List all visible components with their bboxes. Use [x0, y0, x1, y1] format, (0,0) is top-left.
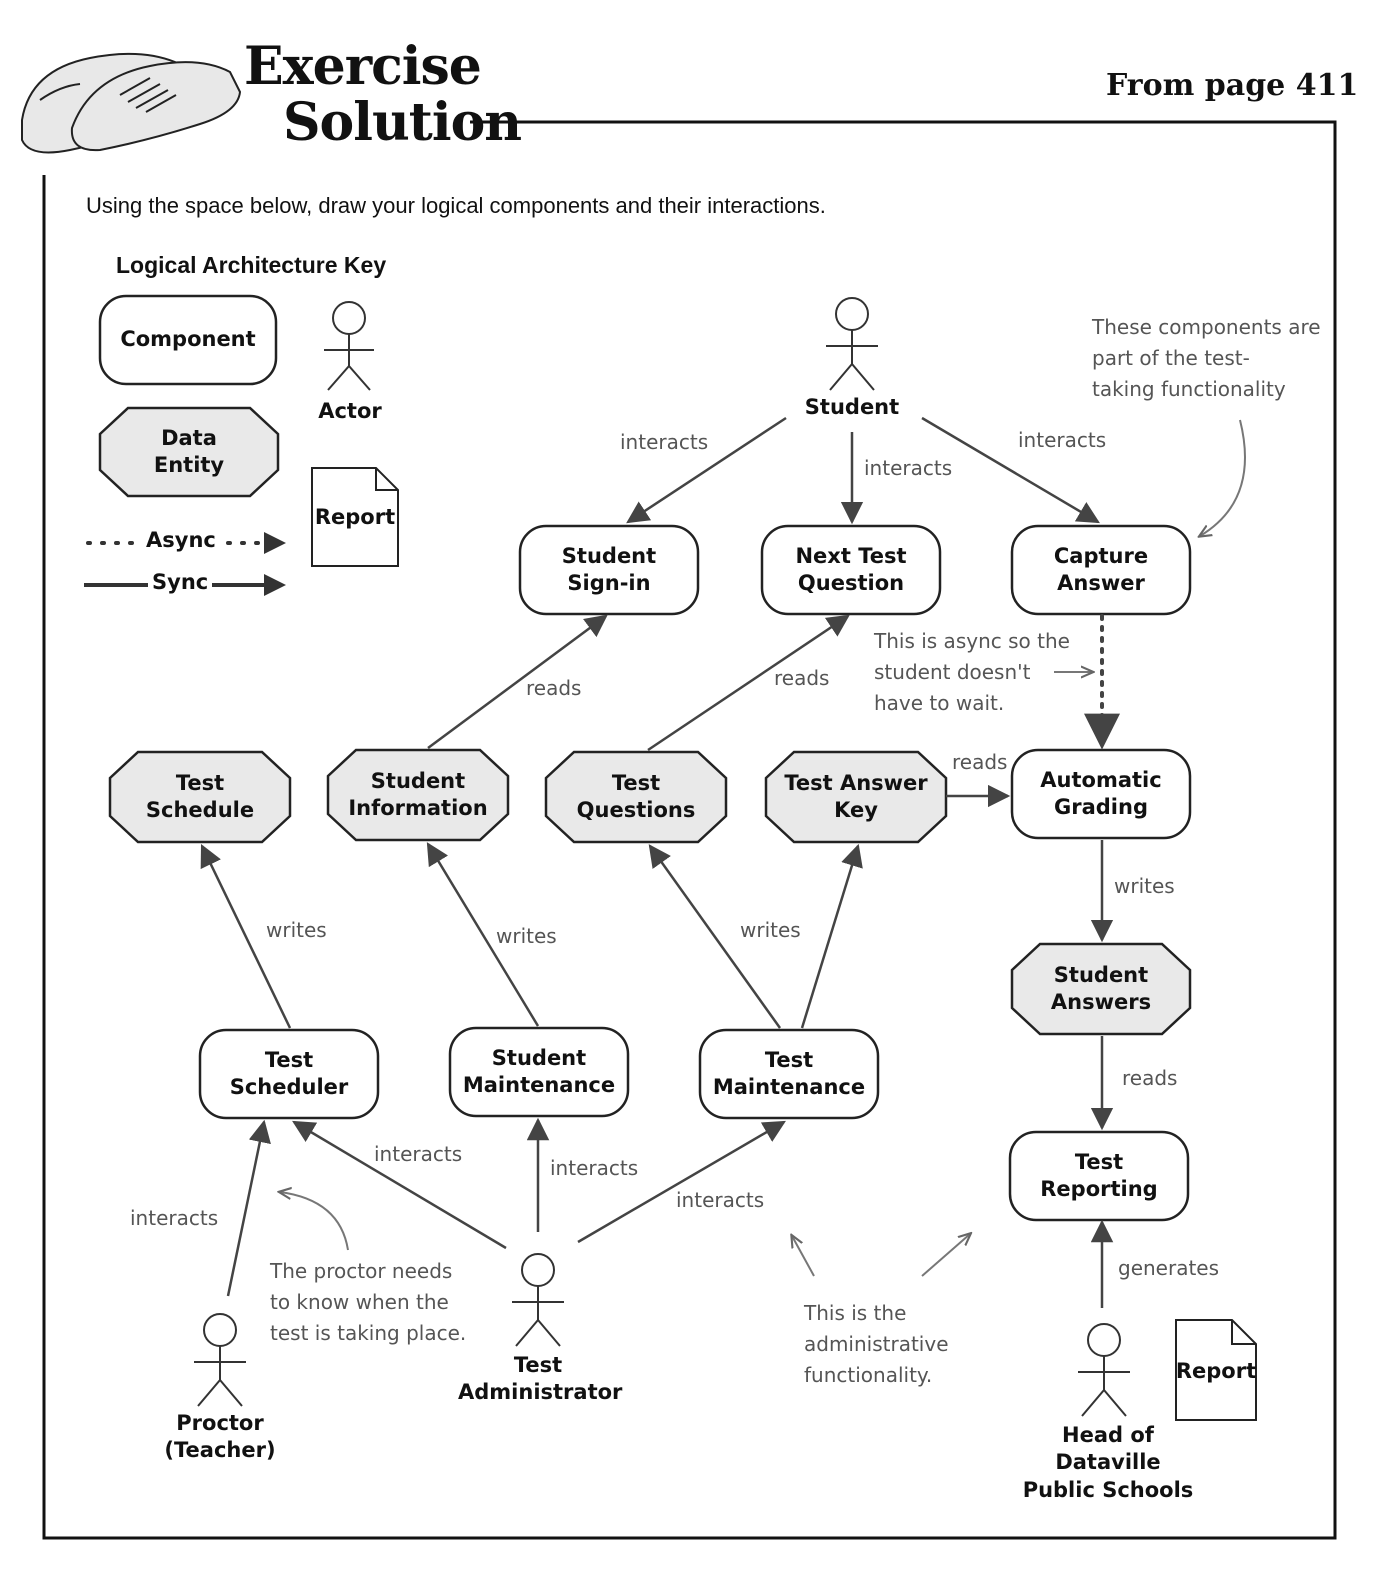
edge-student-signin: [626, 416, 787, 524]
note-test-taking: These components are part of the test- t…: [1092, 315, 1321, 401]
key-component-label: Component: [120, 327, 256, 352]
key-component-shape: [98, 294, 278, 386]
key-data-entity-shape: [98, 406, 280, 498]
note-arrow-test-taking: [1200, 419, 1246, 536]
actor-test-administrator-icon: [512, 1253, 564, 1347]
edge-label-interacts-signin: interacts: [620, 430, 709, 454]
edge-label-writes-questions: writes: [740, 918, 801, 942]
edge-label-interacts-admin-testmaint: interacts: [676, 1188, 765, 1212]
component-student-maintenance: [448, 1026, 630, 1118]
entity-test-questions: [544, 750, 728, 844]
key-title: Logical Architecture Key: [116, 252, 387, 278]
edge-label-interacts-capture: interacts: [1018, 428, 1107, 452]
student-information-label: Student Information: [348, 768, 488, 820]
entity-student-answers: [1010, 942, 1192, 1036]
note-async: This is async so the student doesn't hav…: [874, 629, 1070, 715]
edge-label-reads-answers: reads: [1122, 1066, 1178, 1090]
actor-test-administrator-label: Test Administrator: [458, 1353, 623, 1405]
edge-stumaint-info: [426, 842, 540, 1027]
edge-testmaint-key: [800, 843, 863, 1029]
note-proctor: The proctor needs to know when the test …: [270, 1259, 467, 1345]
note-admin: This is the administrative functionality…: [804, 1301, 949, 1387]
test-scheduler-label: Test Scheduler: [229, 1047, 349, 1099]
instructions: Using the space below, draw your logical…: [86, 193, 826, 218]
capture-answer-label: Capture Answer: [1053, 543, 1149, 595]
page-reference: From page 411: [1106, 68, 1359, 103]
component-capture-answer: [1010, 524, 1192, 616]
component-next-test-question: [760, 524, 942, 616]
title-solution: Solution: [283, 92, 522, 153]
note-arrow-admin-left: [792, 1236, 815, 1277]
edge-admin-scheduler: [292, 1120, 507, 1250]
test-maintenance-label: Test Maintenance: [712, 1047, 866, 1099]
edge-label-reads-key: reads: [952, 750, 1008, 774]
automatic-grading-label: Automatic Grading: [1040, 767, 1162, 819]
key-data-entity-label: Data Entity: [153, 425, 225, 477]
component-automatic-grading: [1010, 748, 1192, 840]
test-questions-label: Test Questions: [576, 770, 696, 822]
student-answers-label: Student Answers: [1050, 962, 1152, 1014]
edge-label-writes-answers: writes: [1114, 874, 1175, 898]
note-arrow-proctor: [280, 1192, 349, 1251]
edge-label-generates: generates: [1118, 1256, 1220, 1280]
note-arrow-admin-right: [921, 1234, 970, 1277]
edge-label-interacts-admin-stumaint: interacts: [550, 1156, 639, 1180]
edge-label-writes-info: writes: [496, 924, 557, 948]
edge-admin-testmaint: [577, 1120, 786, 1244]
edge-label-writes-schedule: writes: [266, 918, 327, 942]
edge-label-interacts-admin-scheduler: interacts: [374, 1142, 463, 1166]
actor-head-label: Head of Dataville Public Schools: [1022, 1423, 1194, 1502]
component-student-signin: [518, 524, 700, 616]
report-label: Report: [1175, 1359, 1257, 1384]
key-async-label: Async: [142, 528, 220, 552]
key-report-label: Report: [314, 505, 396, 530]
key-report-shape: [311, 467, 399, 567]
edge-proctor-scheduler: [226, 1119, 271, 1297]
key-actor-label: Actor: [318, 399, 382, 423]
edge-info-signin: [427, 614, 608, 750]
report-document-shape: [1175, 1319, 1257, 1421]
actor-student-label: Student: [804, 395, 900, 419]
actor-proctor-label: Proctor (Teacher): [164, 1411, 276, 1463]
key-actor-icon: [324, 301, 374, 391]
sneakers-icon: [21, 52, 242, 154]
edge-questions-nextq: [647, 614, 850, 752]
student-signin-label: Student Sign-in: [561, 543, 657, 595]
entity-test-schedule: [108, 750, 292, 844]
component-test-maintenance: [698, 1028, 880, 1120]
student-maintenance-label: Student Maintenance: [462, 1045, 616, 1097]
key-sync-label: Sync: [148, 570, 213, 594]
edge-label-reads-questions: reads: [774, 666, 830, 690]
edge-label-interacts-nextq: interacts: [864, 456, 953, 480]
entity-test-answer-key: [764, 750, 948, 844]
edge-label-reads-info: reads: [526, 676, 582, 700]
test-reporting-label: Test Reporting: [1040, 1149, 1158, 1201]
edge-scheduler-schedule: [200, 843, 292, 1029]
entity-student-information: [326, 748, 510, 842]
edge-testmaint-questions: [648, 844, 782, 1029]
edge-label-interacts-proctor: interacts: [130, 1206, 219, 1230]
test-schedule-label: Test Schedule: [145, 770, 255, 822]
page-frame: [42, 120, 1337, 1540]
edge-student-capture: [921, 416, 1100, 524]
title-exercise: Exercise: [244, 36, 482, 97]
actor-student-icon: [826, 297, 878, 391]
actor-head-icon: [1078, 1323, 1130, 1417]
component-test-scheduler: [198, 1028, 380, 1120]
next-test-question-label: Next Test Question: [795, 543, 907, 595]
test-answer-key-label: Test Answer Key: [784, 770, 928, 822]
actor-proctor-icon: [194, 1313, 246, 1407]
